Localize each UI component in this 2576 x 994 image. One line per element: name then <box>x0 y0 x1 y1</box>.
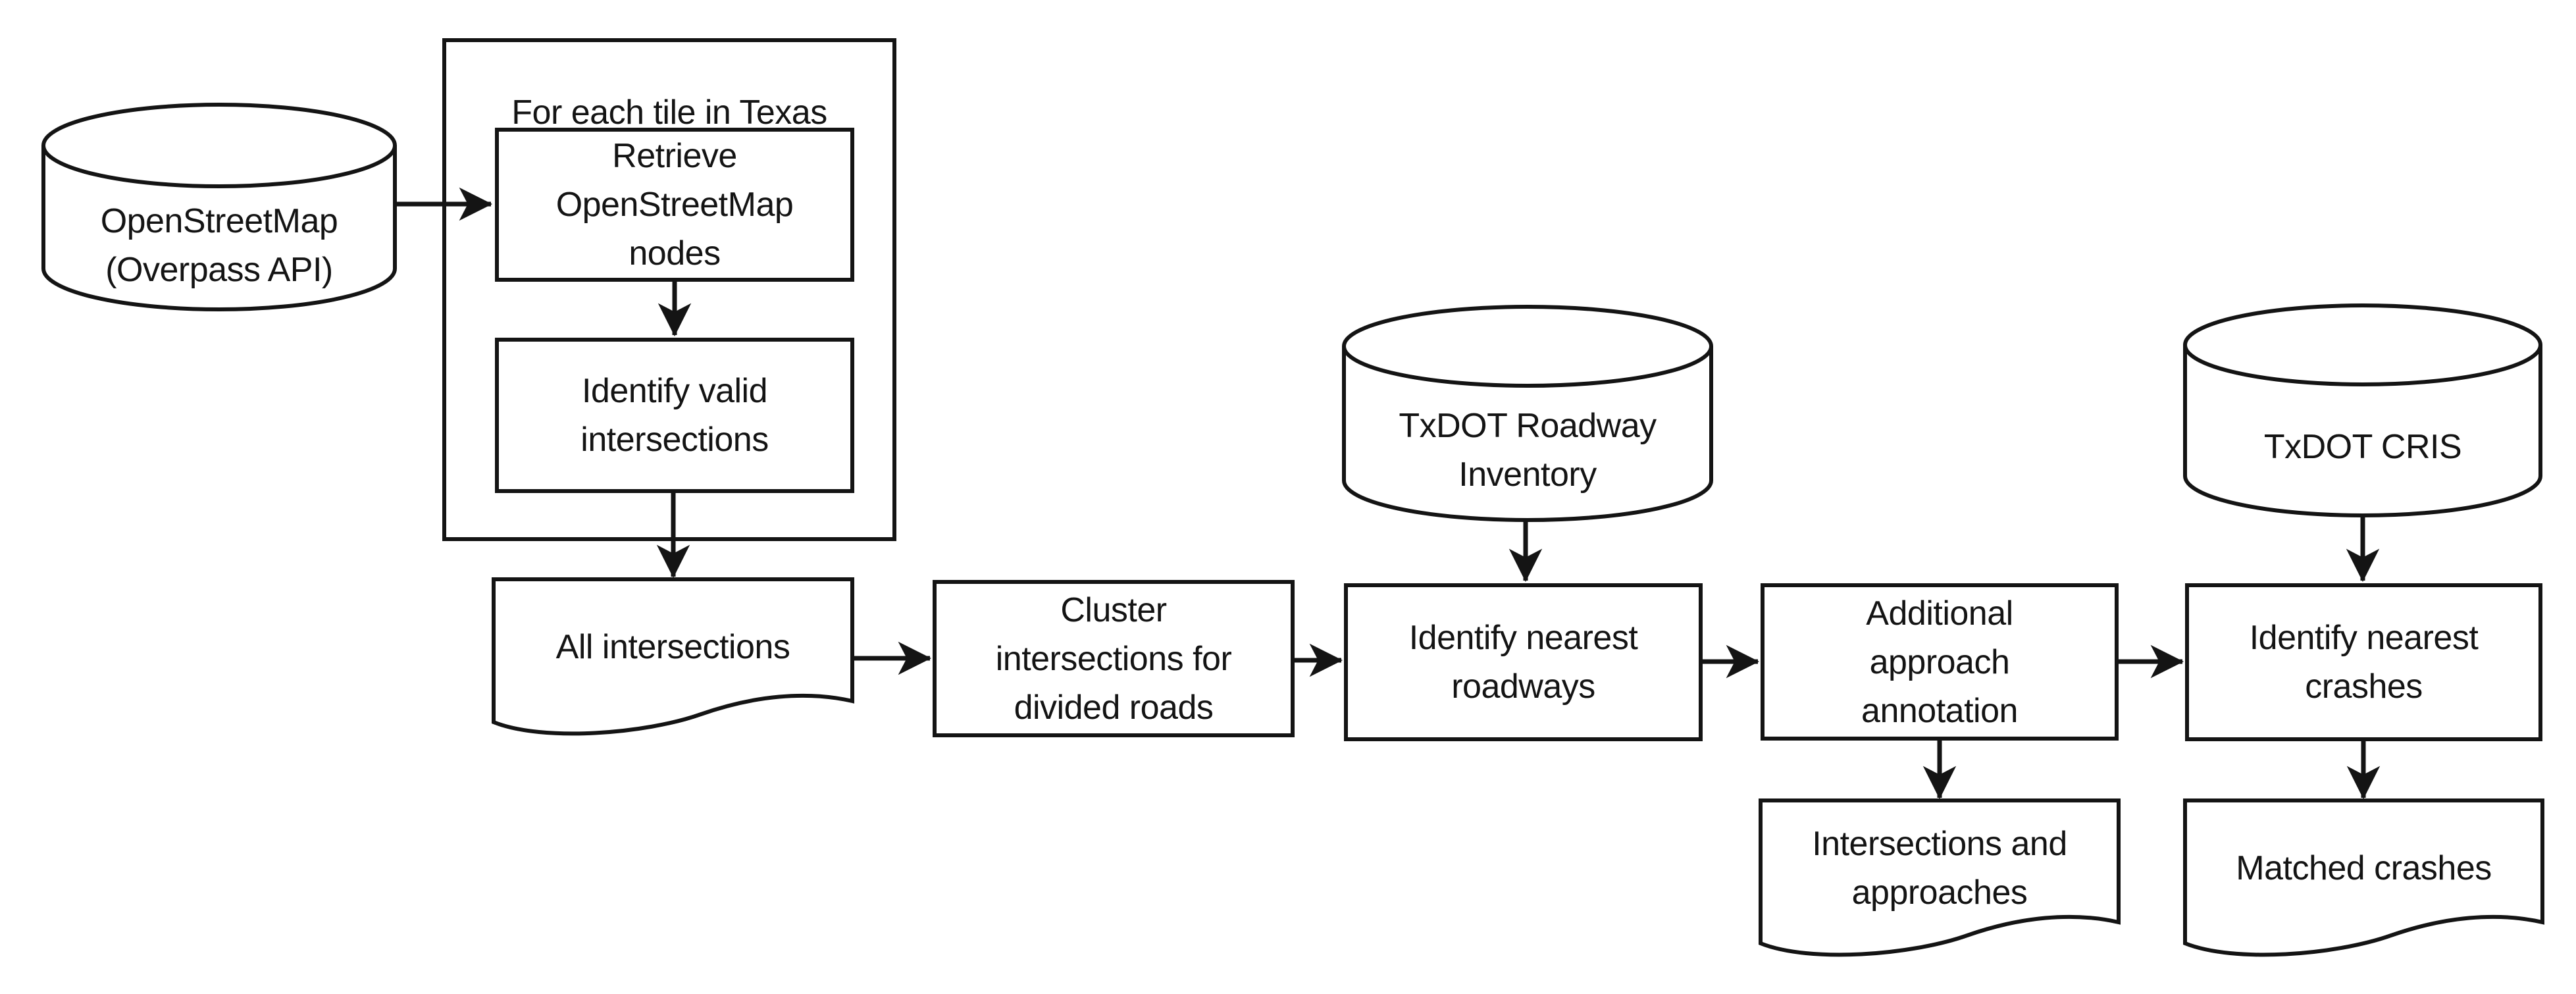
txdot-roadway-inventory-label: TxDOT Roadway Inventory <box>1399 406 1657 494</box>
node-all-intersections: All intersections <box>494 583 852 711</box>
node-cluster-intersections: Cluster intersections for divided roads <box>933 580 1295 737</box>
retrieve-osm-nodes-label: Retrieve OpenStreetMap nodes <box>555 137 794 273</box>
node-txdot-cris: TxDOT CRIS <box>2185 384 2540 510</box>
identify-valid-intersections-label: Identify valid intersections <box>580 372 769 459</box>
intersections-and-approaches-label: Intersections and approaches <box>1812 824 2067 912</box>
node-intersections-and-approaches: Intersections and approaches <box>1761 804 2119 932</box>
roadway-inventory-database-cylinder <box>1342 305 1713 522</box>
node-identify-valid-intersections: Identify valid intersections <box>495 338 854 493</box>
node-matched-crashes: Matched crashes <box>2185 804 2542 932</box>
container-for-each-tile <box>442 38 896 541</box>
node-retrieve-osm-nodes: Retrieve OpenStreetMap nodes <box>495 128 854 282</box>
node-txdot-roadway-inventory: TxDOT Roadway Inventory <box>1344 386 1711 514</box>
container-title-label: For each tile in Texas <box>511 93 827 132</box>
intersections-approaches-document-shape <box>1759 798 2121 957</box>
osm-database-cylinder <box>41 103 397 311</box>
cluster-intersections-label: Cluster intersections for divided roads <box>995 590 1232 727</box>
container-for-each-tile-title: For each tile in Texas <box>442 83 896 142</box>
txdot-cris-label: TxDOT CRIS <box>2263 428 2462 466</box>
matched-crashes-document-shape <box>2183 798 2544 957</box>
node-osm-database: OpenStreetMap (Overpass API) <box>43 186 395 305</box>
node-additional-approach-annotation: Additional approach annotation <box>1761 583 2119 741</box>
all-intersections-document-shape <box>492 577 854 736</box>
identify-nearest-crashes-label: Identify nearest crashes <box>2249 619 2479 706</box>
identify-nearest-roadways-label: Identify nearest roadways <box>1408 619 1638 706</box>
node-identify-nearest-crashes: Identify nearest crashes <box>2185 583 2542 741</box>
all-intersections-label: All intersections <box>555 627 790 666</box>
additional-approach-annotation-label: Additional approach annotation <box>1861 594 2018 730</box>
matched-crashes-label: Matched crashes <box>2236 849 2492 887</box>
node-identify-nearest-roadways: Identify nearest roadways <box>1344 583 1703 741</box>
osm-database-label: OpenStreetMap (Overpass API) <box>100 202 338 289</box>
